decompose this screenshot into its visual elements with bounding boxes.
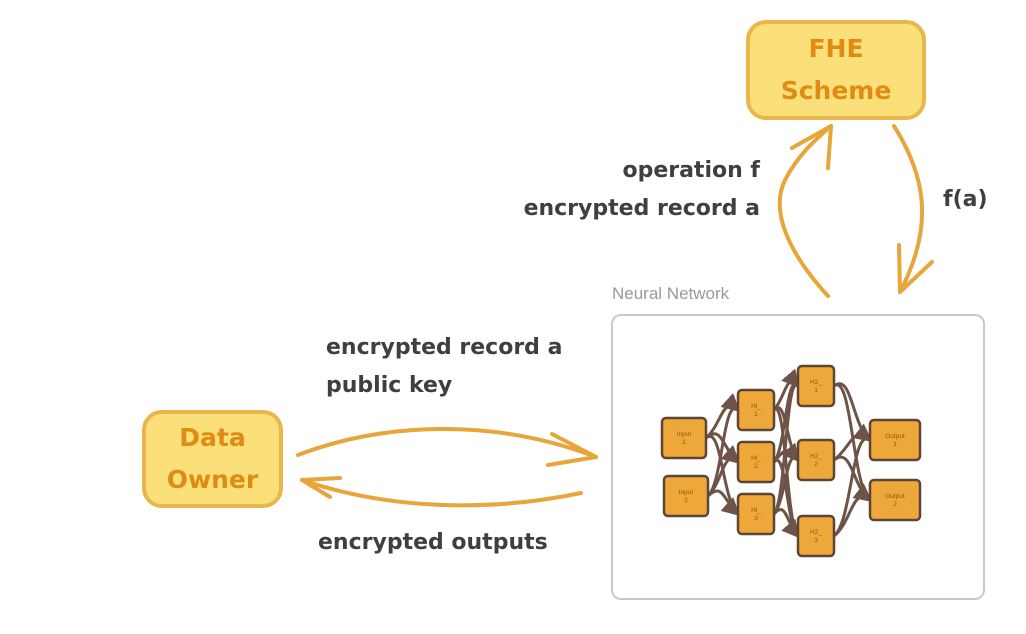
nn-node-label: Hl_	[751, 403, 761, 410]
nn-node-label: 1	[814, 387, 818, 394]
operation-f-label: operation f	[622, 158, 760, 183]
nn-node-label: Input	[677, 431, 692, 438]
nn-node-h22: H2_2	[796, 438, 836, 482]
arrow-to-fhe	[777, 124, 833, 298]
nn-edge	[706, 393, 741, 498]
nn-node-label: 2	[814, 461, 818, 468]
nn-node-label: Output	[885, 493, 905, 500]
fhe-scheme-line1: FHE	[808, 34, 864, 63]
nn-node-label: Hl_	[751, 455, 761, 462]
nn-node-label: 2	[684, 497, 688, 504]
fa-label: f(a)	[943, 187, 988, 212]
nn-node-label: H2_	[810, 453, 822, 460]
arrow-nn-to-owner	[300, 478, 583, 508]
arrow-owner-to-nn-head	[546, 432, 598, 467]
nn-node-label: 1	[682, 439, 686, 446]
nn-node-h12: Hl_2	[736, 440, 776, 484]
nn-node-label: 1	[893, 441, 897, 448]
nn-node-h13: Hl_3	[736, 492, 776, 536]
arrow-from-fhe	[892, 124, 925, 294]
nn-node-h11: Hl_1	[736, 388, 776, 432]
nn-node-h21: H2_1	[796, 364, 836, 408]
data-owner-line1: Data	[179, 423, 246, 452]
nn-node-label: 3	[814, 537, 818, 544]
nn-edge	[706, 489, 741, 517]
nn-edge	[772, 442, 800, 516]
encrypted-record-mid-label: encrypted record a	[326, 335, 563, 360]
nn-node-h23: H2_3	[796, 514, 836, 558]
nn-node-label: H2_	[810, 379, 822, 386]
public-key-label: public key	[326, 373, 453, 398]
nn-node-label: Output	[885, 433, 905, 440]
neural-network-title: Neural Network	[612, 284, 730, 303]
nn-edge	[832, 483, 873, 538]
arrow-nn-to-owner-head	[300, 476, 342, 499]
encrypted-outputs-label: encrypted outputs	[318, 530, 548, 555]
nn-node-label: 2	[754, 463, 758, 470]
arrow-owner-to-nn	[296, 427, 598, 459]
encrypted-record-top-label: encrypted record a	[523, 196, 760, 221]
nn-node-label: 3	[754, 515, 758, 522]
data-owner-box: Data Owner	[142, 410, 283, 508]
arrow-to-fhe-head	[790, 124, 833, 170]
nn-node-label: Input	[679, 489, 694, 496]
nn-edge	[772, 508, 800, 539]
nn-node-label: 1	[754, 411, 758, 418]
fhe-scheme-line2: Scheme	[780, 76, 892, 105]
data-owner-line2: Owner	[166, 465, 259, 494]
arrow-from-fhe-head	[897, 243, 934, 294]
nn-node-label: 2	[893, 501, 897, 508]
nn-node-label: H2_	[810, 529, 822, 536]
nn-node-label: Hl_	[751, 507, 761, 514]
fhe-scheme-box: FHE Scheme	[746, 20, 926, 120]
